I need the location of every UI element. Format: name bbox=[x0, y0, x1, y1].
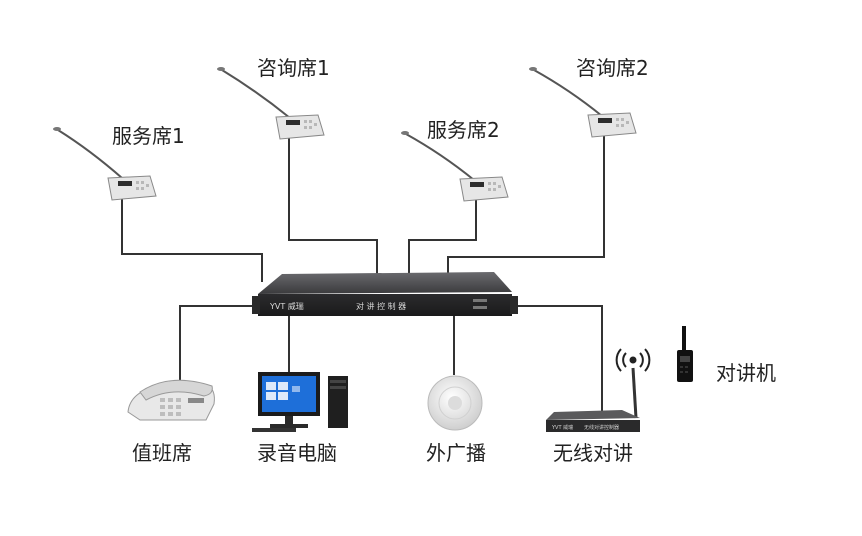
controller-title: 对 讲 控 制 器 bbox=[356, 301, 406, 311]
consult1-mic-console bbox=[217, 67, 325, 140]
label-duty-seat: 值班席 bbox=[132, 441, 192, 465]
ceiling-speaker-icon bbox=[427, 375, 483, 431]
wireless-box-brand: YVT 威瑞 bbox=[551, 424, 573, 431]
label-service-seat-2: 服务席2 bbox=[427, 118, 500, 142]
label-wireless-intercom: 无线对讲 bbox=[553, 441, 633, 465]
controller-brand: YVT 威瑞 bbox=[269, 301, 304, 311]
wireless-signal-icon bbox=[615, 348, 651, 372]
label-external-broadcast: 外广播 bbox=[426, 441, 486, 465]
label-walkie-talkie: 对讲机 bbox=[716, 361, 776, 385]
label-recording-computer: 录音电脑 bbox=[257, 441, 337, 465]
intercom-controller: YVT 威瑞 对 讲 控 制 器 bbox=[252, 272, 518, 316]
consult2-mic-console bbox=[529, 67, 637, 138]
walkie-talkie-icon bbox=[677, 326, 693, 382]
wireless-box-title: 无线对讲控制器 bbox=[584, 424, 619, 431]
wires-bottom bbox=[179, 305, 603, 412]
wireless-base-station: YVT 威瑞 无线对讲控制器 bbox=[546, 367, 640, 432]
service1-mic-console bbox=[53, 127, 157, 201]
wires-top bbox=[121, 136, 605, 282]
label-consult-seat-1: 咨询席1 bbox=[257, 56, 330, 80]
computer-icon bbox=[252, 372, 348, 432]
telephone-icon bbox=[127, 379, 215, 421]
label-consult-seat-2: 咨询席2 bbox=[576, 56, 649, 80]
label-service-seat-1: 服务席1 bbox=[112, 124, 185, 148]
service2-mic-console bbox=[401, 131, 509, 202]
